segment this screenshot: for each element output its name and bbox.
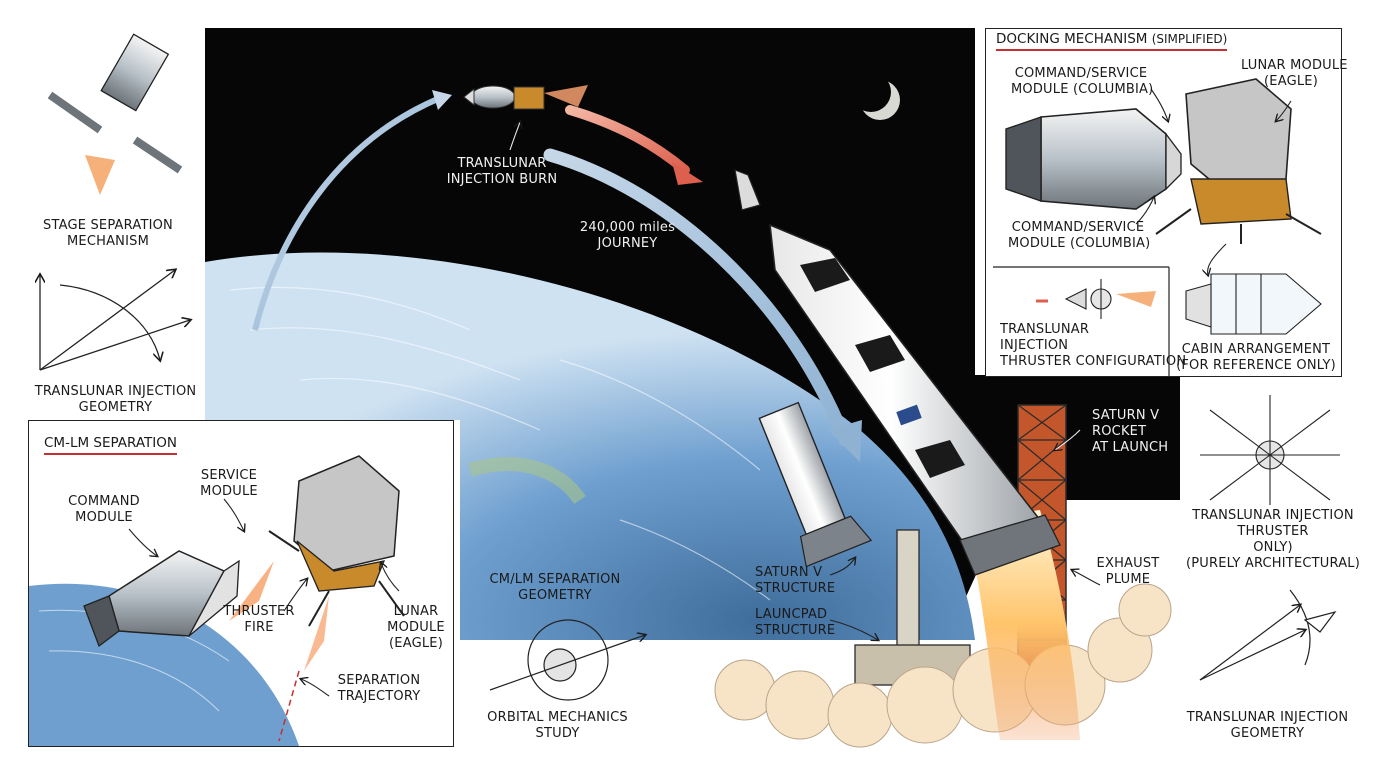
cmlm-separation-panel: CM-LM SEPARATION COMMAND MODULE SERVICE …	[28, 420, 454, 747]
label-saturn-at-launch: SATURN V ROCKET AT LAUNCH	[1092, 408, 1169, 455]
cmlm-thruster-fire-label: THRUSTER FIRE	[223, 604, 295, 635]
label-tli-burn: TRANSLUNAR INJECTION BURN	[446, 156, 558, 187]
label-tli-geometry-right: TRANSLUNAR INJECTION GEOMETRY	[1186, 710, 1349, 741]
docking-mechanism-panel: DOCKING MECHANISM (SIMPLIFIED) COMMAND/S…	[985, 28, 1348, 377]
docking-panel-title: DOCKING MECHANISM (SIMPLIFIED)	[996, 31, 1228, 51]
saturn-v-rocket	[734, 169, 1061, 576]
stage-separation-sketch	[47, 33, 183, 195]
cmlm-separation-trajectory-label: SEPARATION TRAJECTORY	[337, 673, 421, 704]
tli-geometry-sketch-right	[1199, 589, 1337, 681]
label-stage-separation: STAGE SEPARATION MECHANISM	[43, 218, 173, 249]
docking-lm-art	[1155, 78, 1322, 244]
lunar-module-art	[229, 455, 405, 671]
cmlm-panel-title: CM-LM SEPARATION	[44, 435, 177, 455]
cmlm-command-module-label: COMMAND MODULE	[68, 494, 140, 525]
orbital-mechanics-sketch	[489, 619, 645, 701]
docking-cabin-label: CABIN ARRANGEMENT (FOR REFERENCE ONLY)	[1176, 342, 1336, 373]
spent-stage	[758, 401, 873, 568]
label-orbital-study: ORBITAL MECHANICS STUDY	[487, 710, 628, 741]
cmlm-lunar-module-label: LUNAR MODULE (EAGLE)	[387, 604, 445, 651]
docking-artwork	[993, 78, 1322, 376]
docking-csm-top-label: COMMAND/SERVICE MODULE (COLUMBIA)	[1011, 66, 1154, 97]
earth	[205, 252, 975, 641]
tli-geometry-sketch-left	[40, 270, 190, 371]
label-saturn-structure: SATURN V STRUCTURE	[755, 565, 836, 596]
journey-arrow	[543, 148, 852, 447]
csm-lm-stack	[463, 85, 588, 110]
launch-trajectory-arrow	[252, 95, 442, 331]
docking-lm-label: LUNAR MODULE (EAGLE)	[1241, 58, 1348, 89]
docking-csm-bottom-label: COMMAND/SERVICE MODULE (COLUMBIA)	[1008, 220, 1151, 251]
cmlm-service-module-label: SERVICE MODULE	[200, 468, 258, 499]
label-tli-geometry-left: TRANSLUNAR INJECTION GEOMETRY	[34, 384, 197, 415]
separation-trajectory-line	[278, 670, 300, 742]
label-cmlm-geometry: CM/LM SEPARATION GEOMETRY	[489, 572, 621, 603]
docking-csm-art	[1005, 108, 1182, 210]
command-module-art	[83, 550, 240, 648]
label-journey: 240,000 miles JOURNEY	[579, 220, 676, 251]
docking-thruster-art	[1036, 279, 1156, 319]
cmlm-artwork	[29, 455, 405, 746]
label-launchpad-structure: LAUNCPAD STRUCTURE	[755, 607, 836, 638]
docking-thruster-label: TRANSLUNAR INJECTION THRUSTER CONFIGURAT…	[1000, 322, 1187, 369]
tli-arrow	[565, 105, 690, 175]
label-exhaust-plume: EXHAUST PLUME	[1096, 556, 1160, 587]
label-tli-thruster-right: TRANSLUNAR INJECTION THRUSTER ONLY) (PUR…	[1185, 508, 1361, 571]
tli-thruster-sketch-right	[1200, 395, 1340, 505]
docking-cabin-art	[1185, 273, 1322, 335]
